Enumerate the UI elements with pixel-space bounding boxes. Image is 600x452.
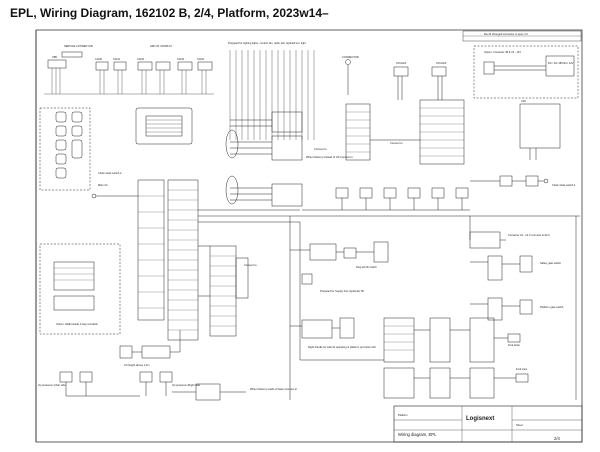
- page-title: EPL, Wiring Diagram, 162102 B, 2/4, Plat…: [10, 6, 329, 20]
- safety-gate-switch: Safety gate switch: [470, 255, 562, 281]
- hmi-connector: HMI OS / DISPLAY: [137, 44, 213, 71]
- converter-24-12: Converter 24 - 12 V Connect to ALO: [469, 231, 550, 249]
- chain-slack-switch-1: Chain slack switch 1: [470, 175, 576, 187]
- svg-text:Right handle for side tilt ope: Right handle for side tilt operating & p…: [308, 345, 376, 349]
- mid-connector-row: [302, 187, 470, 211]
- stop-switch-group: Stop left tilt switch Prepared for Suppl…: [290, 241, 389, 293]
- svg-text:X5B: X5B: [52, 55, 57, 59]
- title-block: Logisnext Wiring diagram, EPL Platform S…: [393, 405, 583, 443]
- svg-text:TACHO2: TACHO2: [436, 61, 447, 65]
- left-connector-cluster: [39, 107, 91, 191]
- svg-text:Connect to: Connect to: [390, 141, 403, 145]
- op-presence-left: Op presence (chair side: [38, 371, 140, 397]
- option-converter-block: Option: Converter 48 & 24 - 12V DC / DC …: [473, 45, 579, 99]
- svg-text:Safety gate switch: Safety gate switch: [540, 261, 562, 265]
- op-presence-right: Op presence (Right side: [139, 371, 201, 396]
- connector-x17: Connect to: [370, 99, 465, 165]
- svg-text:Rev B Changed connector to s: Rev B Changed connector to spec 1:2: [484, 32, 528, 36]
- svg-text:Fork view: Fork view: [516, 367, 527, 371]
- svg-text:CAN1: CAN1: [113, 57, 120, 61]
- lower-right-devices: Fork down Fork view: [300, 317, 529, 399]
- svg-text:Main On: Main On: [98, 183, 108, 187]
- note-prepared-lights: Prepared for lighting lights, comfort fa…: [228, 41, 306, 45]
- company-logo: Logisnext: [466, 416, 494, 422]
- platform-gate-switch: Platform gate switch: [470, 297, 564, 321]
- svg-text:U20: U20: [521, 99, 526, 103]
- lift-height-sensor: Lift height above 1.3m: [119, 330, 181, 367]
- svg-text:Platform gate switch: Platform gate switch: [540, 305, 564, 309]
- svg-text:TACHO1: TACHO1: [396, 61, 407, 65]
- top-wire-bundle: [44, 50, 315, 140]
- svg-text:CAN0: CAN0: [95, 57, 102, 61]
- svg-text:Option: Converter 48 & 24 - 12: Option: Converter 48 & 24 - 12V: [484, 50, 521, 54]
- svg-text:CAN4: CAN4: [197, 57, 204, 61]
- u20-component: U20: [519, 99, 561, 160]
- svg-text:Stop left tilt switch: Stop left tilt switch: [356, 265, 377, 269]
- connector-x16: Connect to: [314, 103, 371, 161]
- svg-text:Op presence (chair side: Op presence (chair side: [38, 383, 66, 387]
- svg-text:Platform: Platform: [398, 413, 408, 417]
- svg-text:DC / DC 48V/24 / 12V: DC / DC 48V/24 / 12V: [548, 61, 574, 65]
- can-connectors: CAN0 CAN1 CAN2 CAN3 CAN4: [95, 57, 204, 71]
- central-terminal-strip: [137, 179, 199, 341]
- chain-slack-switch-2: Chain slack switch 2 Main On: [91, 171, 138, 199]
- main-bus-lines: [198, 209, 580, 400]
- svg-text:HMI OS / DISPLAY: HMI OS / DISPLAY: [150, 44, 172, 48]
- svg-text:Connect to: Connect to: [314, 147, 327, 151]
- svg-text:CAN2: CAN2: [137, 57, 144, 61]
- bottom-center-connector: When Delivery Inside of base Connect to: [172, 383, 298, 401]
- svg-text:Prepared for Supply Fan (optio: Prepared for Supply Fan (optional) Tilt: [320, 289, 364, 293]
- svg-text:Chain slack switch 2: Chain slack switch 2: [98, 171, 122, 175]
- lower-relays-center: Connect to: [198, 245, 257, 337]
- relay-column-a: [225, 111, 303, 207]
- note-when-delivery: When Delivery Instead of OK Connect to: [306, 155, 353, 159]
- svg-text:Chain slack switch 1: Chain slack switch 1: [552, 183, 576, 187]
- controller-unit: [135, 107, 193, 145]
- svg-text:When Delivery Inside of base C: When Delivery Inside of base Connect to: [250, 387, 298, 391]
- svg-text:Wiring diagram, EPL: Wiring diagram, EPL: [398, 432, 437, 437]
- x5b-connector: X5B SERVICE CONNECTOR: [47, 44, 93, 69]
- revision-block: Rev B Changed connector to spec 1:2: [462, 30, 582, 42]
- svg-text:Connect to: Connect to: [244, 263, 257, 267]
- option-walk-beside: Option: Walk beside 3 step turntable: [39, 243, 121, 335]
- svg-text:CONNECTOR: CONNECTOR: [342, 55, 359, 59]
- svg-text:CAN3: CAN3: [177, 57, 184, 61]
- tacho-connectors: TACHO1 TACHO2: [393, 61, 447, 100]
- svg-text:Converter 24 - 12 V Connect to: Converter 24 - 12 V Connect to ALO: [508, 233, 550, 237]
- svg-text:Option: Walk beside 3 step tur: Option: Walk beside 3 step turntable: [56, 322, 98, 326]
- svg-text:SERVICE CONNECTOR: SERVICE CONNECTOR: [64, 44, 93, 48]
- x3-connector: CONNECTOR: [342, 55, 359, 95]
- svg-text:Sheet: Sheet: [516, 423, 523, 427]
- right-handle-group: Right handle for side tilt operating & p…: [290, 317, 376, 349]
- svg-text:2/4: 2/4: [554, 436, 560, 441]
- svg-text:Op presence (Right side: Op presence (Right side: [172, 383, 201, 387]
- svg-text:Lift height above 1.3m: Lift height above 1.3m: [124, 363, 150, 367]
- svg-text:Fork down: Fork down: [508, 343, 521, 347]
